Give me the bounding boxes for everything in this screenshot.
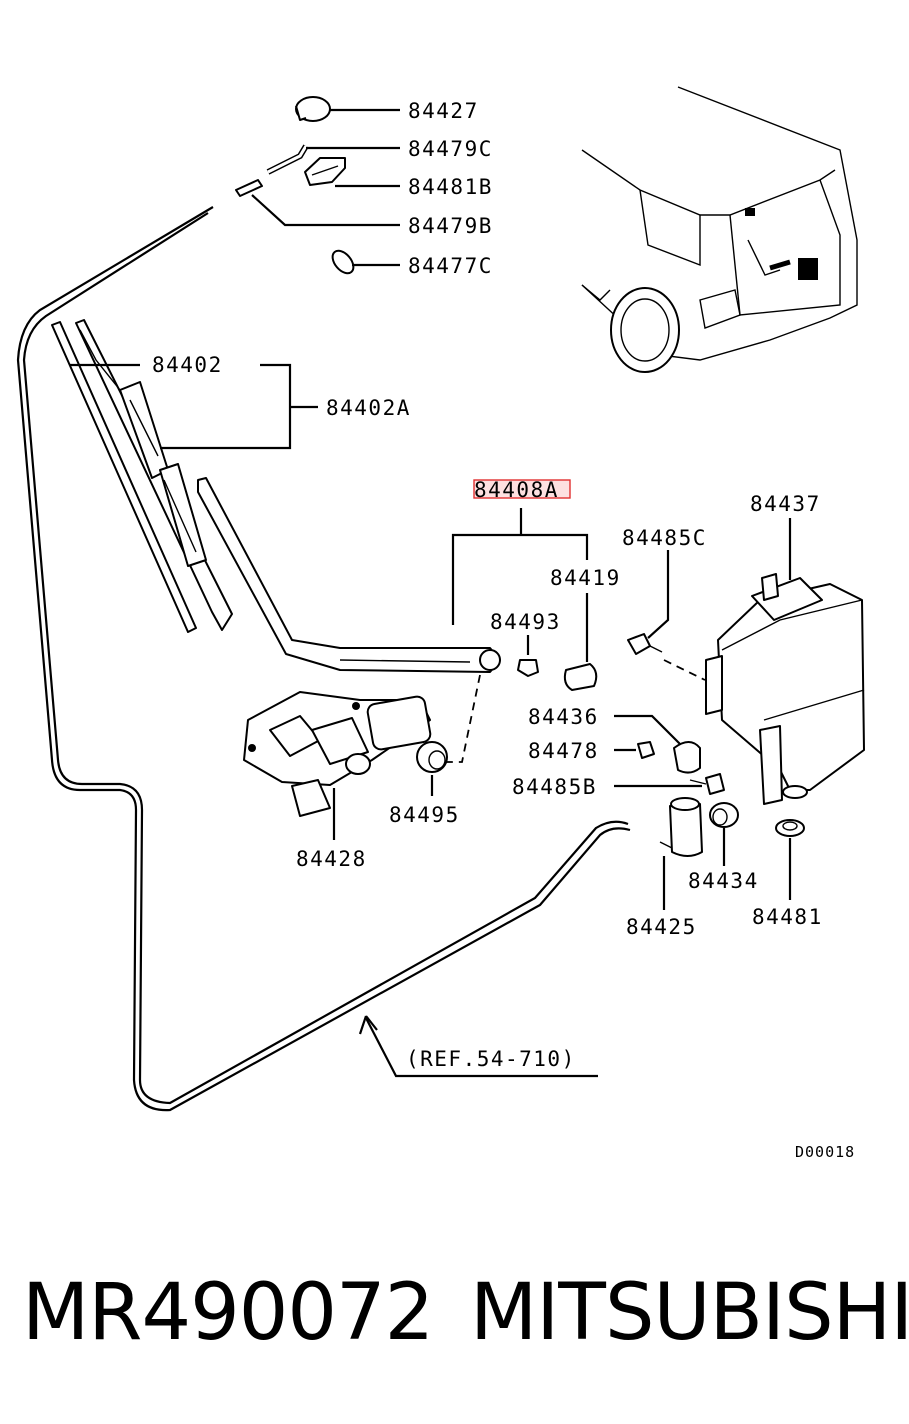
label-ref: (REF.54-710) bbox=[406, 1047, 576, 1071]
cap-84477C bbox=[331, 249, 400, 275]
label-84478: 84478 bbox=[528, 739, 599, 763]
label-84485B: 84485B bbox=[512, 775, 597, 799]
hose-84479C bbox=[266, 144, 400, 175]
label-84493: 84493 bbox=[490, 610, 561, 634]
footer-brand: MITSUBISHI bbox=[470, 1268, 909, 1358]
wiper-blade-84402 bbox=[51, 319, 318, 633]
label-84479B: 84479B bbox=[408, 214, 493, 238]
wiper-arm-84408A bbox=[197, 477, 589, 763]
label-84485C: 84485C bbox=[622, 526, 707, 550]
bolt-84485B bbox=[614, 773, 725, 795]
washer-hose bbox=[16, 206, 631, 1112]
cap-84436 bbox=[614, 714, 701, 774]
label-84436: 84436 bbox=[528, 705, 599, 729]
pump-84425 bbox=[659, 797, 703, 910]
bracket-84481B bbox=[304, 157, 400, 188]
label-84437: 84437 bbox=[750, 492, 821, 516]
wiper-motor-84428 bbox=[243, 691, 432, 840]
label-diagram-code: D00018 bbox=[795, 1143, 855, 1161]
vehicle-illustration bbox=[581, 86, 858, 373]
grommet-84434 bbox=[709, 802, 739, 866]
label-84477C: 84477C bbox=[408, 254, 493, 278]
washer-tank-84437 bbox=[705, 518, 865, 805]
label-84481B: 84481B bbox=[408, 175, 493, 199]
nut-84493 bbox=[517, 635, 539, 677]
footer-part-number: MR490072 bbox=[22, 1268, 434, 1358]
label-84425: 84425 bbox=[626, 915, 697, 939]
label-84434: 84434 bbox=[688, 869, 759, 893]
label-84481: 84481 bbox=[752, 905, 823, 929]
label-84402A: 84402A bbox=[326, 396, 411, 420]
label-84402: 84402 bbox=[152, 353, 223, 377]
label-84419: 84419 bbox=[550, 566, 621, 590]
label-84428: 84428 bbox=[296, 847, 367, 871]
nut-84478 bbox=[614, 741, 655, 759]
label-84427: 84427 bbox=[408, 99, 479, 123]
grommet-84481 bbox=[775, 819, 805, 900]
label-84408A: 84408A bbox=[474, 478, 559, 502]
joint-84479B bbox=[235, 179, 400, 227]
label-84495: 84495 bbox=[389, 803, 460, 827]
cap-84419 bbox=[563, 593, 598, 691]
label-84479C: 84479C bbox=[408, 137, 493, 161]
bolt-84485C bbox=[627, 550, 706, 681]
highlight-box-84408A bbox=[473, 479, 571, 499]
grommet-84495 bbox=[416, 741, 448, 796]
nozzle-84427 bbox=[295, 96, 400, 122]
